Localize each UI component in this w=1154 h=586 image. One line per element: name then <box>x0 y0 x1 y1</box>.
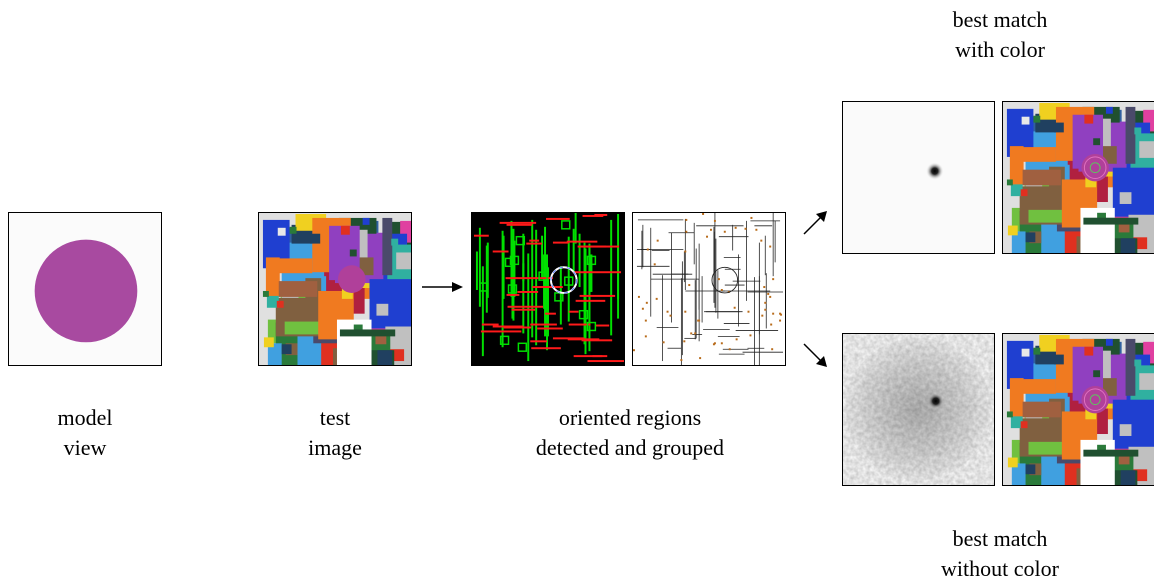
model-view-caption: model view <box>15 403 155 463</box>
nocolor-match-heatmap <box>843 334 994 485</box>
arrow-up-right-icon <box>803 211 827 235</box>
color-match-heatmap-panel <box>842 101 995 254</box>
regions-caption: oriented regions detected and grouped <box>490 403 770 463</box>
model-caption-line2: view <box>63 435 107 460</box>
arrow-down-right-icon <box>803 343 827 367</box>
model-view-panel <box>8 212 162 366</box>
color-caption-line1: best match <box>952 7 1048 32</box>
nocolor-caption-line2: without color <box>941 556 1059 581</box>
regions-caption-line2: detected and grouped <box>535 435 725 460</box>
color-caption-line2: with color <box>955 37 1045 62</box>
nocolor-match-heatmap-panel <box>842 333 995 486</box>
regions-caption-line1: oriented regions <box>558 405 702 430</box>
test-caption-line2: image <box>308 435 362 460</box>
nocolor-match-caption: best match without color <box>910 524 1090 584</box>
nocolor-caption-line1: best match <box>952 526 1048 551</box>
model-view-image <box>9 213 161 365</box>
nocolor-match-result-panel <box>1002 333 1154 486</box>
color-match-result-panel <box>1002 101 1154 254</box>
model-disk <box>34 239 138 343</box>
grouped-regions-image <box>633 213 785 365</box>
oriented-regions-panel <box>471 212 625 366</box>
test-image-caption: test image <box>265 403 405 463</box>
nocolor-match-result-image <box>1003 334 1154 485</box>
color-match-caption: best match with color <box>910 5 1090 65</box>
color-match-result-image <box>1003 102 1154 253</box>
test-image <box>259 213 411 365</box>
model-caption-line1: model <box>57 405 113 430</box>
arrow-right-icon <box>422 282 463 292</box>
grouped-regions-panel <box>632 212 786 366</box>
test-caption-line1: test <box>319 405 351 430</box>
color-match-heatmap <box>843 102 994 253</box>
oriented-regions-image <box>472 213 624 365</box>
test-image-panel <box>258 212 412 366</box>
